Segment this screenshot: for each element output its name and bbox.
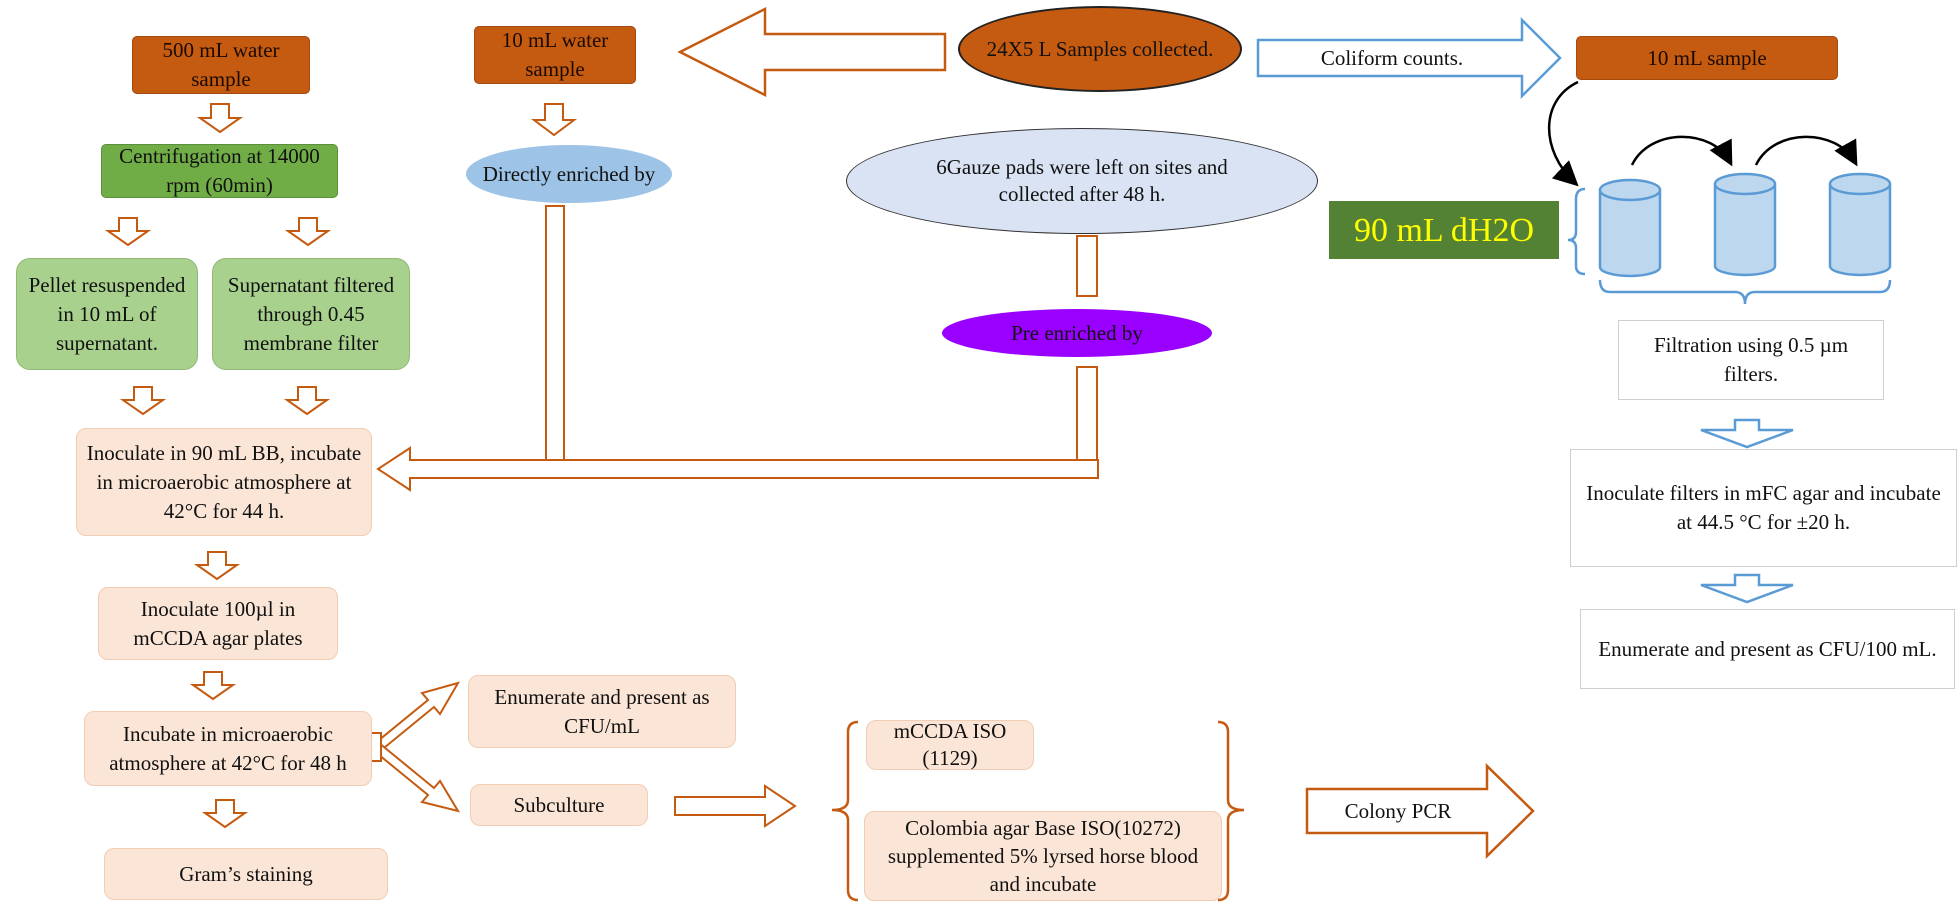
samples-collected-ellipse: 24X5 L Samples collected.	[958, 6, 1242, 92]
mccda-box: mCCDA ISO (1129)	[866, 719, 1034, 770]
sample-10-box: 10 mL sample	[1576, 36, 1838, 80]
gram-staining-box: Gram’s staining	[104, 848, 388, 900]
diagonal-up-arrow-icon	[371, 681, 461, 754]
enumerate-cfu-100-box: Enumerate and present as CFU/100 mL.	[1580, 609, 1955, 689]
water-500-box: 500 mL water sample	[132, 36, 310, 94]
diagonal-down-arrow-icon	[371, 741, 461, 813]
right-arrow-blue-icon	[1256, 16, 1562, 100]
supernatant-box: Supernatant filtered through 0.45 membra…	[212, 258, 410, 370]
down-arrow-icon	[283, 386, 331, 416]
enumerate-cfu-ml-box: Enumerate and present as CFU/mL	[468, 675, 736, 748]
directly-enriched-ellipse: Directly enriched by	[466, 145, 672, 203]
inoculate-mccda-box: Inoculate 100µl in mCCDA agar plates	[98, 587, 338, 660]
colombia-agar-box: Colombia agar Base ISO(10272) supplement…	[864, 811, 1222, 901]
down-arrow-icon	[531, 103, 577, 137]
down-arrow-icon	[189, 671, 237, 701]
right-arrow-icon	[674, 784, 797, 828]
down-arrow-icon	[284, 217, 332, 247]
left-arrow-icon	[677, 6, 947, 98]
cylinder-icon	[1713, 172, 1777, 277]
down-arrows	[104, 103, 577, 829]
colony-pcr-arrow-icon	[1305, 763, 1535, 859]
inoculate-mfc-box: Inoculate filters in mFC agar and incuba…	[1570, 449, 1957, 567]
pellet-box: Pellet resuspended in 10 mL of supernata…	[16, 258, 198, 370]
long-left-arrow-icon	[376, 446, 1099, 492]
water-10-box: 10 mL water sample	[474, 26, 636, 84]
vertical-connector	[1076, 366, 1098, 462]
centrifugation-box: Centrifugation at 14000 rpm (60min)	[101, 144, 338, 198]
filtration-box: Filtration using 0.5 µm filters.	[1618, 320, 1884, 400]
incubate-48-box: Incubate in microaerobic atmosphere at 4…	[84, 711, 372, 786]
curved-arrow-icon	[1754, 135, 1858, 167]
colony-pcr-label: Colony PCR	[1344, 798, 1452, 823]
down-arrow-icon	[201, 799, 249, 829]
down-arrow-icon	[119, 386, 167, 416]
cylinder-icon	[1828, 172, 1892, 277]
inoculate-bb-box: Inoculate in 90 mL BB, incubate in micro…	[76, 428, 372, 536]
vertical-connector	[545, 205, 565, 462]
cylinder-icon	[1598, 178, 1662, 278]
down-arrow-icon	[196, 103, 244, 134]
left-bracket	[831, 720, 859, 902]
down-arrow-icon	[104, 217, 152, 247]
down-arrow-icon	[193, 551, 241, 581]
dh2o-label: 90 mL dH2O	[1329, 201, 1559, 259]
gauze-ellipse: 6Gauze pads were left on sites and colle…	[846, 128, 1318, 234]
blue-bracket-left	[1567, 187, 1586, 276]
coliform-label: Coliform counts.	[1320, 45, 1464, 70]
curved-arrow-icon	[1630, 135, 1733, 167]
curved-arrow-icon	[1547, 80, 1579, 187]
pre-enriched-ellipse: Pre enriched by	[942, 309, 1212, 357]
blue-bracket-bottom	[1598, 279, 1892, 305]
subculture-box: Subculture	[470, 784, 648, 826]
vertical-connector	[1076, 235, 1098, 297]
right-bracket	[1217, 720, 1245, 902]
cylinders	[1598, 172, 1892, 278]
blue-down-arrow-icon	[1700, 418, 1794, 449]
blue-down-arrow-icon	[1700, 573, 1794, 604]
